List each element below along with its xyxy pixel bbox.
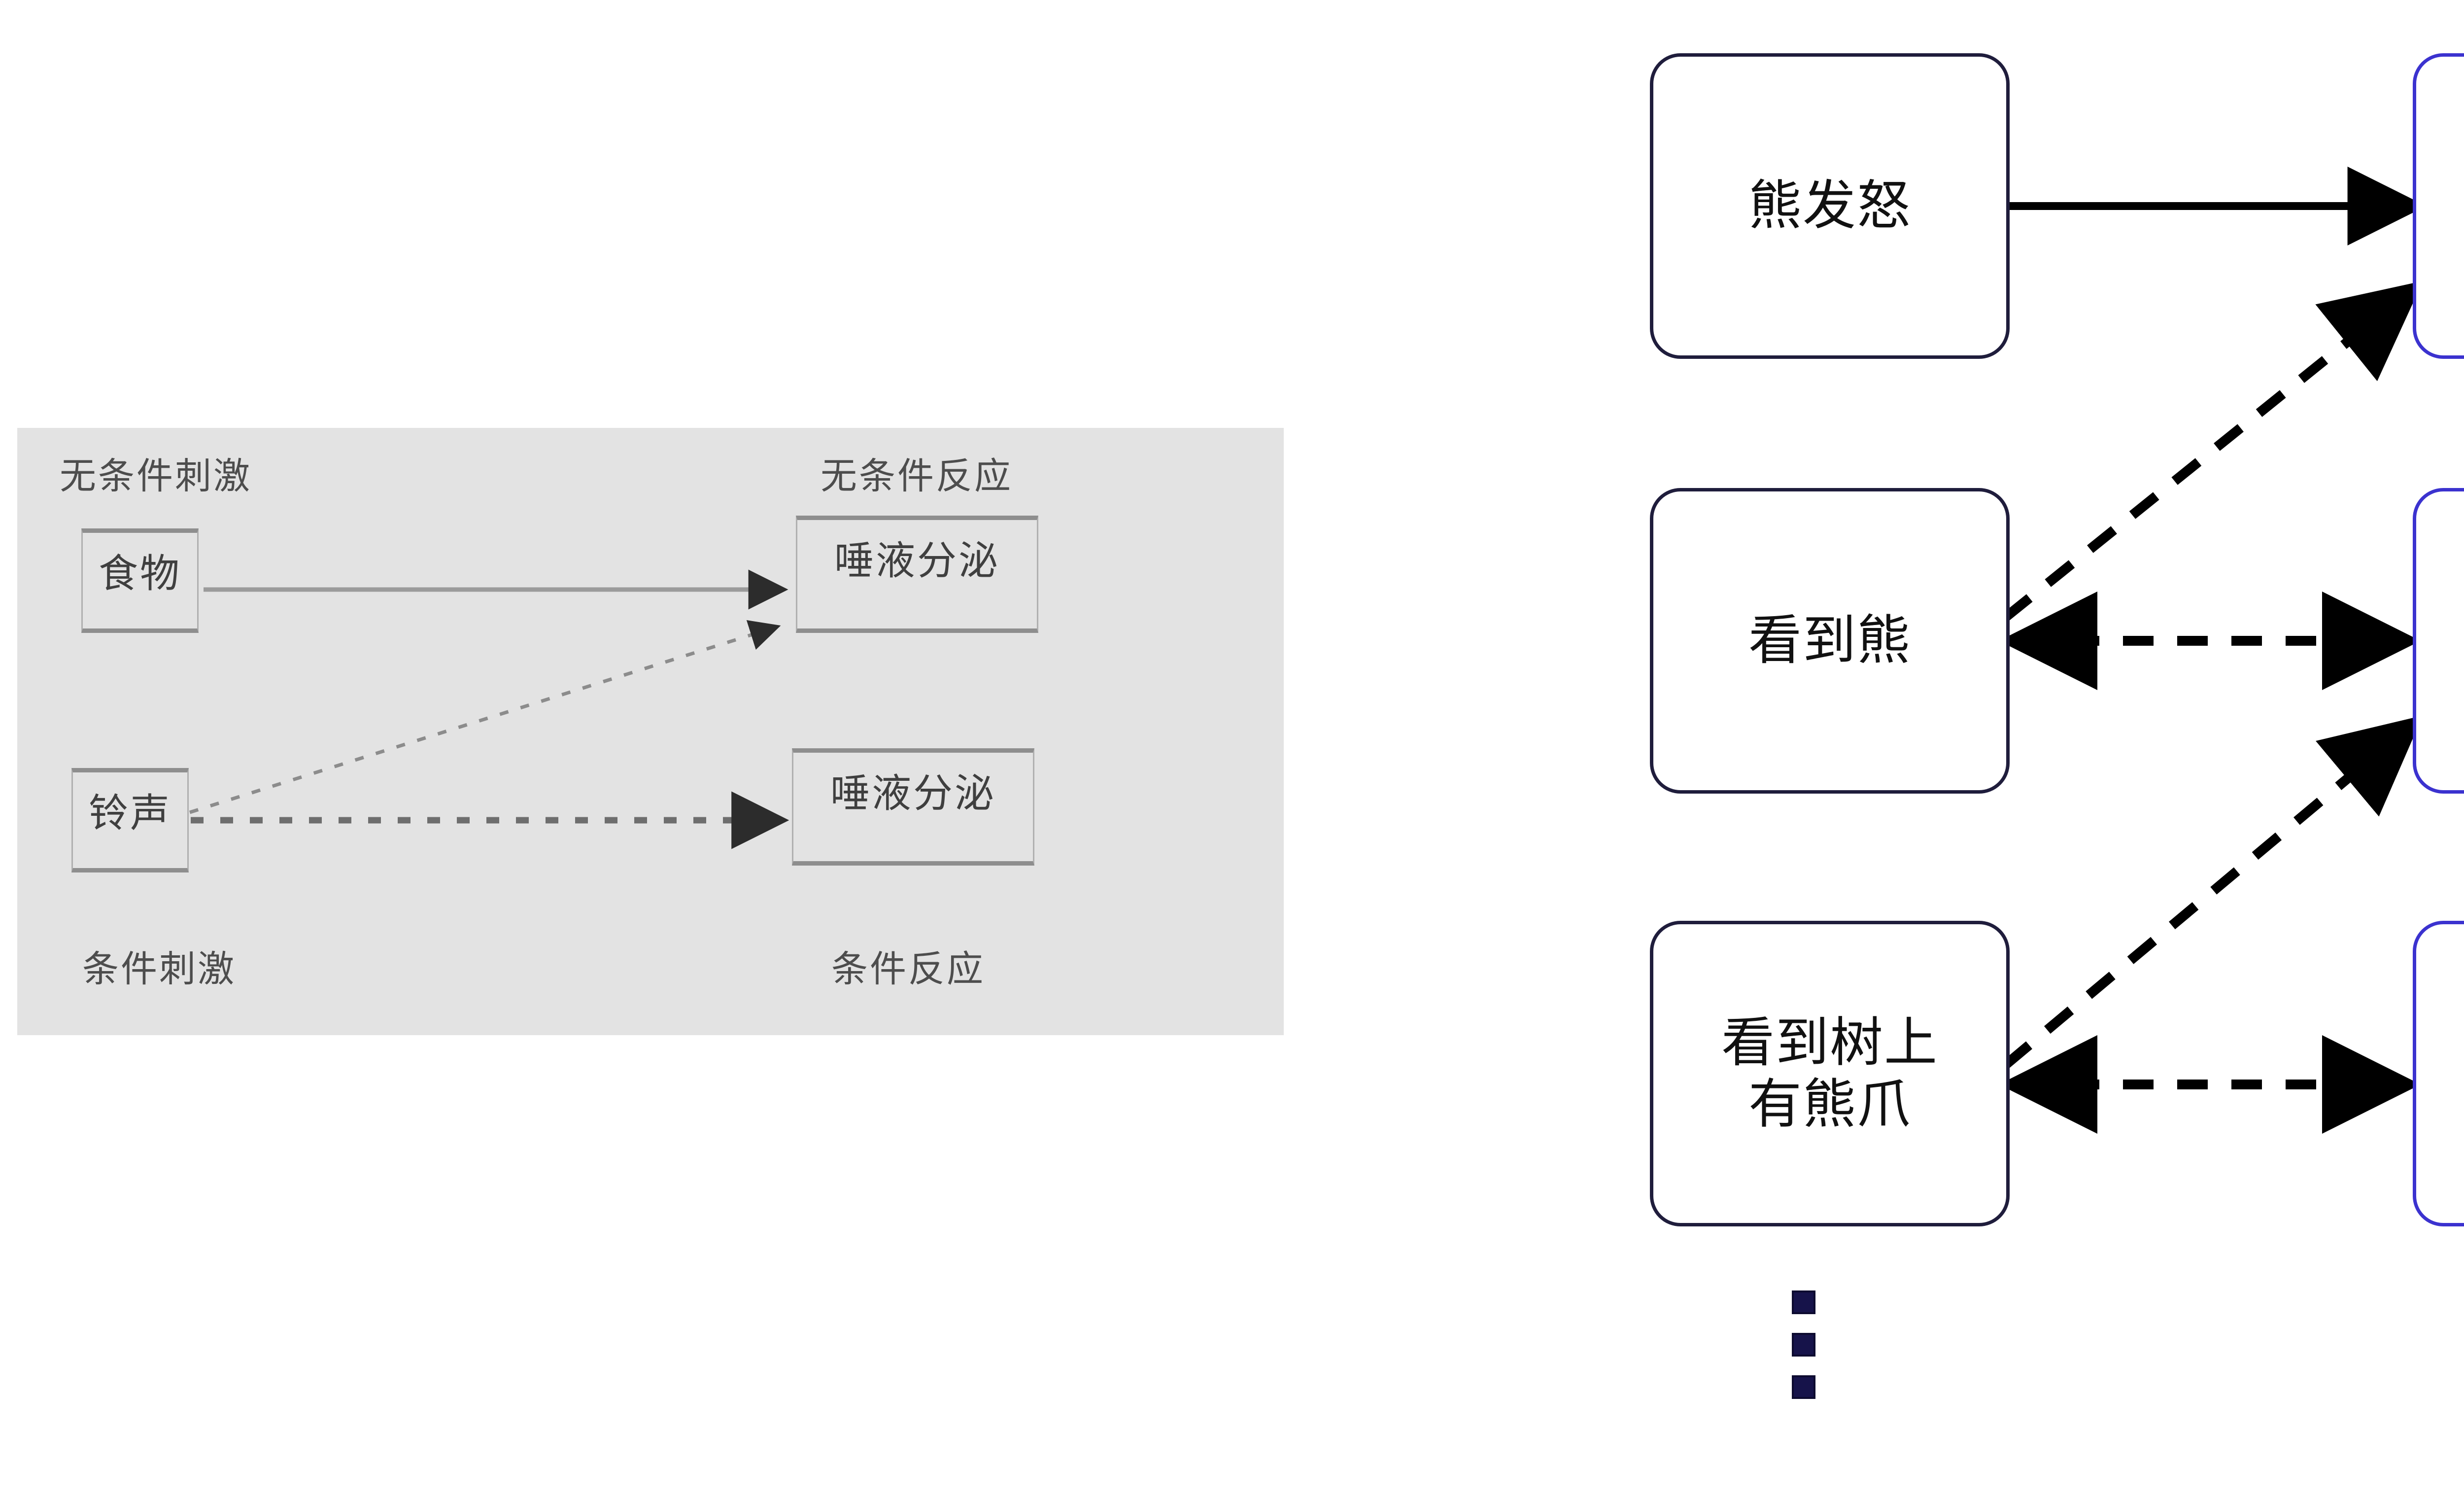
ellipsis-square	[1792, 1290, 1815, 1314]
label-conditioned-stimulus: 条件刺激	[82, 948, 236, 989]
box-bell: 铃声	[71, 768, 189, 872]
pavlov-connector-arrows	[189, 569, 789, 849]
ellipsis-square	[1792, 1333, 1815, 1357]
node-bear-angry[interactable]: 熊发怒	[1650, 53, 2010, 359]
label-unconditioned-stimulus: 无条件刺激	[60, 455, 252, 496]
ellipsis-left-column	[1792, 1290, 1815, 1399]
node-v-s[interactable]: V(s)	[2413, 921, 2464, 1226]
label-conditioned-response: 条件反应	[831, 948, 985, 989]
node-see-paw-label: 看到树上有熊爪	[1721, 1012, 1938, 1136]
node-v-s-prime[interactable]: V(s′)	[2413, 488, 2464, 794]
node-reward[interactable]: 奖励	[2413, 53, 2464, 359]
box-salivation-conditioned: 唾液分泌	[792, 748, 1034, 866]
node-see-paw-line-2: 有熊爪	[1748, 1074, 1911, 1135]
box-salivation-unconditioned-label: 唾液分泌	[834, 539, 1000, 583]
box-bell-label: 铃声	[89, 791, 171, 835]
node-see-bear[interactable]: 看到熊	[1650, 488, 2010, 794]
ellipsis-square	[1792, 1375, 1815, 1399]
box-salivation-conditioned-label: 唾液分泌	[830, 771, 996, 815]
edge-see-bear-to-reward	[2002, 280, 2423, 621]
edge-see-paw-to-v-s-prime	[2002, 715, 2423, 1069]
box-salivation-unconditioned: 唾液分泌	[796, 516, 1038, 633]
node-see-bear-label: 看到熊	[1748, 610, 1911, 672]
box-food: 食物	[81, 528, 199, 633]
node-see-paw-line-1: 看到树上	[1721, 1011, 1938, 1074]
arrow-bell-to-unconditioned-response	[189, 620, 781, 814]
node-see-paw[interactable]: 看到树上有熊爪	[1650, 921, 2010, 1226]
node-bear-angry-label: 熊发怒	[1748, 175, 1911, 237]
classical-conditioning-panel: 无条件刺激 无条件反应 条件刺激 条件反应 食物 唾液分泌 铃声 唾液分泌	[17, 428, 1284, 1035]
rl-connector-edges	[1998, 167, 2427, 1134]
label-unconditioned-response: 无条件反应	[821, 455, 1013, 496]
box-food-label: 食物	[99, 552, 181, 595]
